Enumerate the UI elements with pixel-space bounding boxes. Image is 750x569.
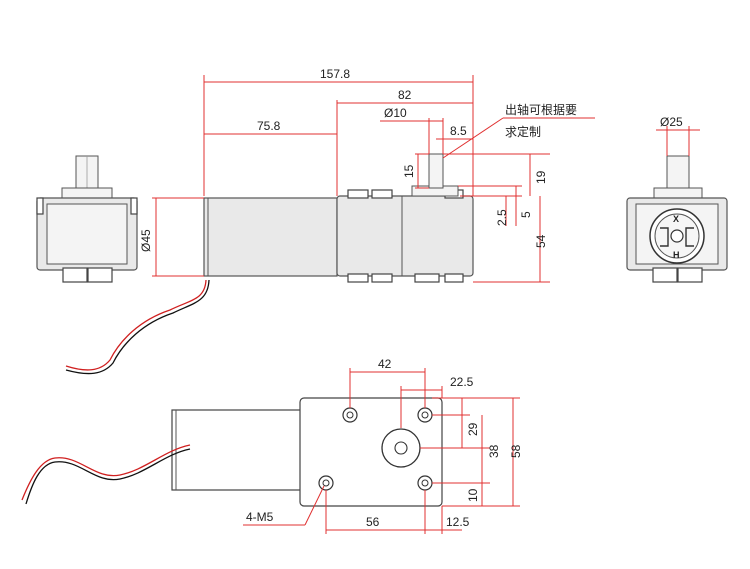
dim-shaft-length: 15 [402, 164, 416, 178]
dim-shaft-offset: 8.5 [450, 124, 467, 138]
dim-bottom-edge-offset: 10 [466, 488, 480, 502]
gearbox-bottom-rib-2 [371, 273, 393, 283]
right-foot-right [677, 267, 703, 283]
dim-bottom-hole-spacing-y2: 38 [487, 444, 501, 458]
bottom-view [21, 397, 443, 507]
dim-bottom-shaft-offset-x: 22.5 [450, 375, 474, 389]
hole-callout: 4-M5 [246, 510, 274, 524]
motor-can [203, 197, 338, 277]
bottom-view-dimensions: 42 22.5 29 38 58 10 56 12.5 [243, 357, 523, 534]
right-end-view: X H Ø25 [626, 115, 728, 283]
main-side-view [65, 153, 474, 375]
dim-motor-length: 75.8 [257, 119, 281, 133]
dim-motor-diameter: Ø45 [139, 229, 153, 252]
dim-shaft-height: 19 [534, 170, 548, 184]
gearbox-top-rib-2 [371, 189, 393, 199]
output-shaft [428, 153, 444, 189]
motor-wire-red [65, 279, 207, 371]
right-foot-left [652, 267, 678, 283]
terminal-left [660, 227, 669, 247]
bottom-gearbox-plate [299, 397, 443, 507]
dim-overall-length: 157.8 [320, 67, 350, 81]
dim-bottom-width: 56 [366, 515, 380, 529]
mount-hole-bottom-left-core [322, 479, 330, 487]
dim-gearbox-length: 82 [398, 88, 412, 102]
left-tab-top-right [130, 197, 138, 215]
right-shaft [666, 155, 690, 191]
left-tab-top-left [36, 197, 44, 215]
dim-end-view-diameter: Ø25 [660, 115, 683, 129]
gearbox-bottom-rib-3 [414, 273, 440, 283]
mount-hole-bottom-right-core [421, 479, 429, 487]
center-hub [670, 229, 684, 243]
customization-note: 出轴可根据要 求定制 [505, 102, 577, 139]
dim-bottom-edge-offset-x: 12.5 [446, 515, 470, 529]
note-line-2: 求定制 [505, 124, 541, 139]
end-mark-top: X [673, 214, 679, 224]
dim-bottom-hole-spacing-y1: 29 [466, 422, 480, 436]
main-view-dimensions: 157.8 82 75.8 Ø10 8.5 15 19 5 2.5 54 [139, 67, 595, 283]
mount-hole-top-left-core [346, 411, 354, 419]
gearbox-bottom-rib-1 [347, 273, 369, 283]
mount-hole-top-right-core [421, 411, 429, 419]
end-mark-bottom: H [673, 250, 680, 260]
dim-bottom-height: 58 [509, 444, 523, 458]
bottom-wire-red [21, 444, 191, 501]
dim-gearbox-height: 54 [534, 234, 548, 248]
dim-step-mid: 5 [519, 211, 533, 218]
bottom-wire-black [25, 448, 191, 505]
gearbox-bottom-rib-4 [444, 273, 464, 283]
gearbox-top-rib-1 [347, 189, 369, 199]
dim-step-small: 2.5 [495, 209, 509, 226]
terminal-right [685, 227, 694, 247]
gearbox-housing [336, 195, 474, 277]
output-shaft-end [394, 441, 408, 455]
left-foot-right [87, 267, 113, 283]
bottom-motor-can [171, 409, 305, 491]
left-housing-inner [46, 203, 128, 265]
left-foot-left [62, 267, 88, 283]
note-line-1: 出轴可根据要 [505, 102, 577, 117]
dim-bottom-hole-spacing-x: 42 [378, 357, 392, 371]
left-end-view [36, 155, 138, 283]
dim-shaft-diameter: Ø10 [384, 106, 407, 120]
motor-wire-black [65, 279, 210, 375]
